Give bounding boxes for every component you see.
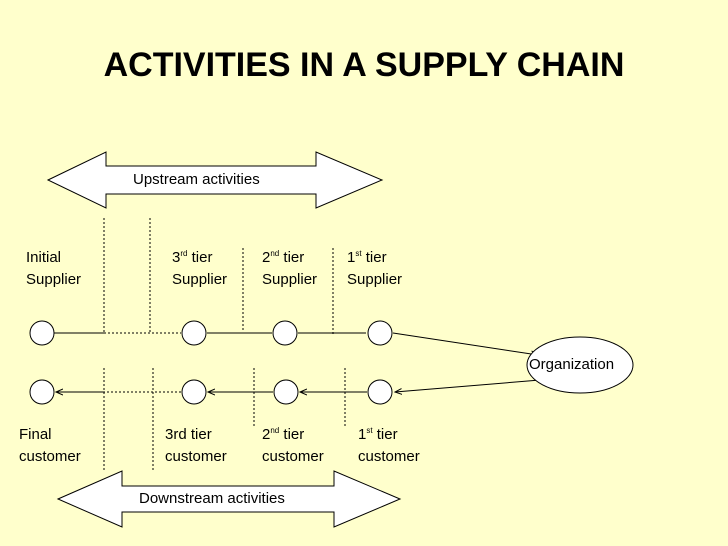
node-3rd-tier-supplier <box>181 320 207 346</box>
label-2nd-tier-customer: 2nd tier customer <box>262 424 324 468</box>
node-1st-tier-customer <box>367 379 393 405</box>
label-line: Initial <box>26 249 62 266</box>
label-line: customer <box>262 448 324 465</box>
label-3rd-tier-supplier: 3rd tier Supplier <box>172 247 227 291</box>
node-2nd-tier-customer <box>273 379 299 405</box>
node-2nd-tier-supplier <box>272 320 298 346</box>
label-line: Supplier <box>262 271 318 288</box>
label-line: 2nd tier <box>262 249 305 266</box>
downstream-label: Downstream activities <box>139 490 285 507</box>
arrow-to-organization <box>392 332 538 355</box>
label-line: Supplier <box>172 271 228 288</box>
label-line: 1st tier <box>358 426 398 443</box>
label-1st-tier-customer: 1st tier customer <box>358 424 420 468</box>
label-line: customer <box>358 448 420 465</box>
node-initial-supplier <box>29 320 55 346</box>
page-title: ACTIVITIES IN A SUPPLY CHAIN <box>103 46 625 84</box>
node-1st-tier-supplier <box>367 320 393 346</box>
upstream-double-arrow <box>46 151 384 209</box>
arrow-from-organization <box>395 379 541 392</box>
label-line: customer <box>19 448 81 465</box>
organization-label: Organization <box>529 356 615 373</box>
label-line: 1st tier <box>347 249 387 266</box>
label-1st-tier-supplier: 1st tier Supplier <box>347 247 402 291</box>
label-line: 3rd tier <box>172 249 213 266</box>
label-2nd-tier-supplier: 2nd tier Supplier <box>262 247 317 291</box>
label-line: customer <box>165 448 227 465</box>
node-final-customer <box>29 379 55 405</box>
label-line: Supplier <box>26 271 82 288</box>
upstream-label: Upstream activities <box>133 171 260 188</box>
node-3rd-tier-customer <box>181 379 207 405</box>
label-line: 3rd tier <box>165 426 212 443</box>
label-line: Final <box>19 426 52 443</box>
label-final-customer: Final customer <box>19 424 81 468</box>
label-initial-supplier: Initial Supplier <box>26 247 81 291</box>
label-line: 2nd tier <box>262 426 305 443</box>
label-line: Supplier <box>347 271 403 288</box>
downstream-double-arrow <box>56 470 402 528</box>
organization-node <box>526 336 634 394</box>
label-3rd-tier-customer: 3rd tier customer <box>165 424 227 468</box>
